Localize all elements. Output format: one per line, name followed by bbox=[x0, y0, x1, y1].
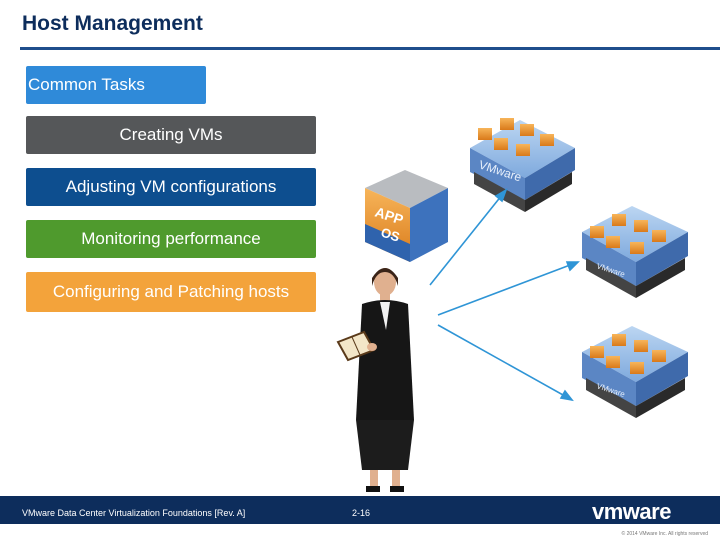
woman-with-book-image bbox=[336, 268, 414, 492]
slide-title: Host Management bbox=[22, 12, 203, 35]
arrows bbox=[429, 188, 580, 402]
task-monitoring-performance: Monitoring performance bbox=[26, 220, 316, 258]
task-common-tasks: Common Tasks bbox=[26, 66, 206, 104]
footer-page-number: 2-16 bbox=[352, 508, 371, 518]
title-divider bbox=[20, 47, 720, 50]
task-creating-vms: Creating VMs bbox=[26, 116, 316, 154]
arrow-middle-line bbox=[437, 261, 579, 316]
footer-bar bbox=[0, 496, 720, 524]
os-label: OS bbox=[379, 225, 402, 245]
esxi-host-bottom: VMware bbox=[582, 326, 688, 418]
esxi-host-top: VMware bbox=[470, 118, 575, 212]
task-adjusting-vm-configurations: Adjusting VM configurations bbox=[26, 168, 316, 206]
footer-course-title: VMware Data Center Virtualization Founda… bbox=[22, 508, 246, 518]
vmware-logo: vmware bbox=[592, 499, 671, 524]
task-configuring-patching-hosts: Configuring and Patching hosts bbox=[26, 272, 316, 312]
esxi-host-middle: VMware bbox=[582, 206, 688, 298]
footer-copyright: © 2014 VMware Inc. All rights reserved bbox=[621, 531, 709, 537]
app-os-cube: APP OS bbox=[365, 170, 448, 262]
